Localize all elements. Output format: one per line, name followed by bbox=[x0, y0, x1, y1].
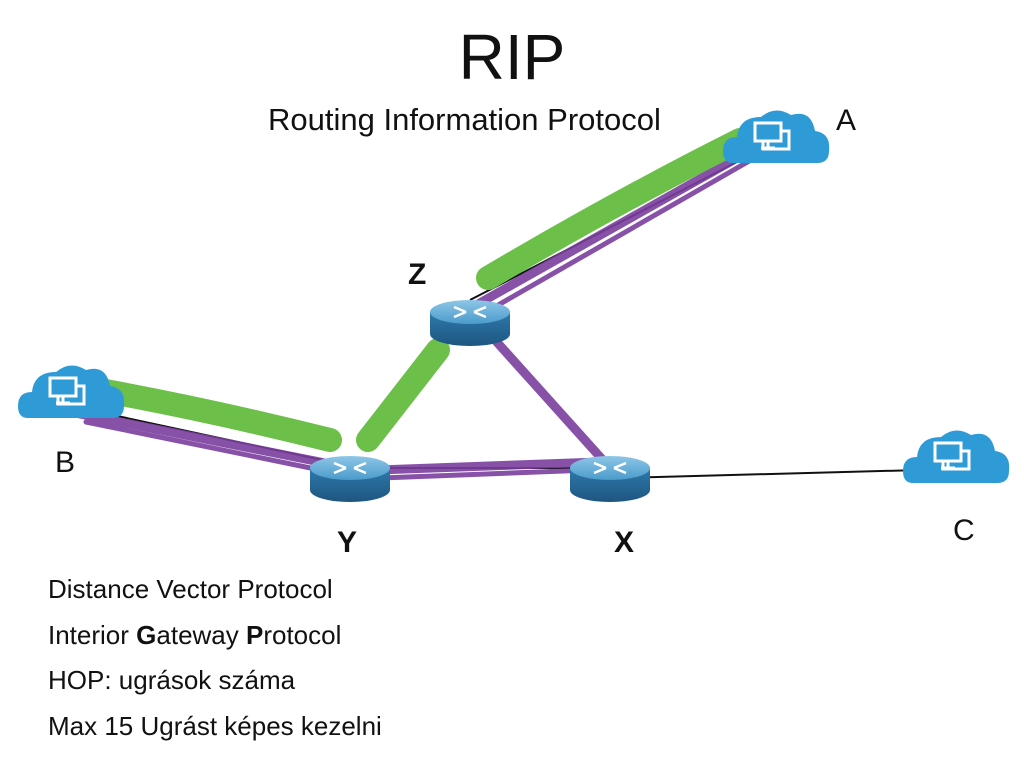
note-line: HOP: ugrások száma bbox=[48, 665, 296, 695]
green-path-y-z bbox=[356, 338, 450, 452]
node-label-b: B bbox=[55, 446, 76, 479]
node-label-z: Z bbox=[408, 258, 427, 291]
purple-path-z-a bbox=[473, 140, 765, 309]
link-x-c bbox=[619, 469, 921, 479]
note-line: Distance Vector Protocol bbox=[48, 574, 333, 604]
note-emphasis-g: G bbox=[136, 619, 157, 650]
purple-path-z-x bbox=[490, 335, 615, 473]
page-title: RIP bbox=[458, 21, 566, 93]
page-subtitle: Routing Information Protocol bbox=[268, 102, 661, 137]
cloud-network-icon-c bbox=[903, 430, 1010, 483]
note-text: Interior bbox=[48, 619, 137, 650]
green-path-b-y bbox=[88, 378, 342, 452]
green-paths bbox=[88, 128, 752, 452]
router-icon-x bbox=[570, 456, 650, 502]
green-path-z-a bbox=[476, 128, 752, 290]
cloud-network-icon-a bbox=[723, 110, 830, 163]
node-label-x: X bbox=[614, 526, 635, 559]
router-icon-z bbox=[430, 300, 510, 346]
purple-path-b-y bbox=[75, 409, 345, 471]
node-label-y: Y bbox=[337, 526, 358, 559]
notes-list: Distance Vector Protocol Interior Gatewa… bbox=[48, 567, 382, 749]
note-emphasis-p: P bbox=[246, 619, 264, 650]
note-line-igp: Interior Gateway Protocol bbox=[48, 613, 382, 659]
note-line: Max 15 Ugrást képes kezelni bbox=[48, 710, 382, 741]
node-label-a: A bbox=[836, 104, 857, 137]
purple-path-b-y-2 bbox=[83, 419, 333, 475]
note-text: ateway bbox=[156, 619, 246, 650]
cloud-network-icon-b bbox=[18, 365, 125, 418]
router-icon-y bbox=[310, 456, 390, 502]
note-text: rotocol bbox=[263, 619, 342, 650]
purple-path-z-a-2 bbox=[483, 149, 768, 315]
node-label-c: C bbox=[953, 514, 975, 547]
